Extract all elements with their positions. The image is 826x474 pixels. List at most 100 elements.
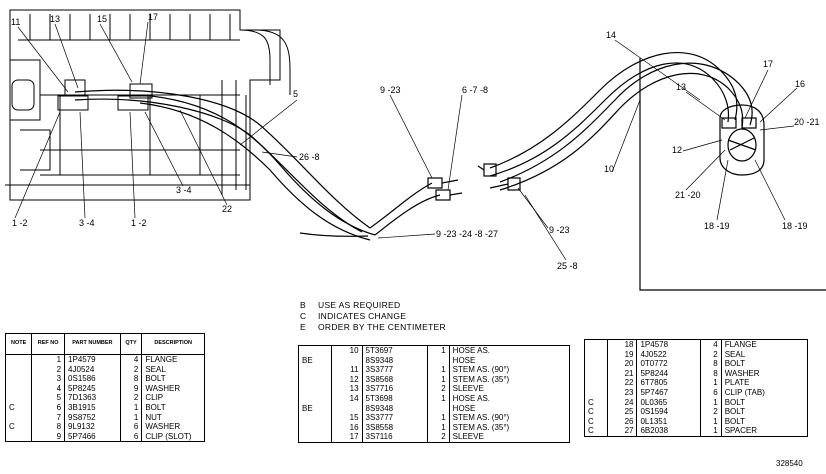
callout-1-2-left: 1 -2 <box>12 218 28 228</box>
table-header-row: NOTE REF NO PART NUMBER QTY DESCRIPTION <box>4 333 205 355</box>
cell-note: C <box>583 416 608 427</box>
cell-desc: STEM AS. (90°) <box>448 365 570 375</box>
cell-qty: 6 <box>119 422 142 432</box>
cell-qty: 2 <box>119 393 142 403</box>
cell-ref <box>331 355 363 366</box>
cell-ref: 8 <box>31 422 65 432</box>
cell-part: 5T3697 <box>361 345 428 356</box>
cell-desc: FLANGE <box>720 339 808 350</box>
cell-qty: 1 <box>427 345 450 356</box>
cell-ref: 20 <box>607 359 637 369</box>
callout-6-7-8: 6 -7 -8 <box>462 85 488 95</box>
cell-note <box>297 432 332 443</box>
cell-note <box>583 368 608 379</box>
figure-id: 328540 <box>776 459 803 468</box>
cell-note: C <box>583 426 608 437</box>
cell-desc: BOLT <box>720 407 808 417</box>
cell-ref: 19 <box>607 349 637 360</box>
cell-part: 3S7716 <box>361 384 428 394</box>
cell-note <box>297 365 332 375</box>
cell-note <box>4 412 32 423</box>
cell-desc: BOLT <box>720 359 808 369</box>
cell-ref: 16 <box>331 422 363 433</box>
engine-block <box>5 9 291 201</box>
cell-qty: 4 <box>119 354 142 365</box>
cell-note <box>583 387 608 398</box>
cell-qty: 1 <box>427 393 450 404</box>
cell-note <box>297 413 332 423</box>
cell-qty: 8 <box>119 374 142 384</box>
cell-qty: 8 <box>699 359 722 369</box>
header-part: PART NUMBER <box>64 333 121 355</box>
cell-part: 5P8244 <box>636 368 701 379</box>
cell-note: C <box>4 422 32 432</box>
cell-part: 8S9348 <box>361 403 428 414</box>
cell-note <box>4 354 32 365</box>
cell-part: 0L1351 <box>636 416 701 427</box>
cell-note <box>583 349 608 360</box>
header-desc: DESCRIPTION <box>141 333 205 355</box>
cell-qty: 2 <box>699 349 722 360</box>
cell-qty: 1 <box>699 397 722 408</box>
callout-22: 22 <box>222 204 232 214</box>
parts-table-1: NOTE REF NO PART NUMBER QTY DESCRIPTION … <box>4 333 205 443</box>
cell-note <box>297 374 332 385</box>
cell-note <box>297 345 332 356</box>
cell-ref: 4 <box>31 383 65 394</box>
cell-ref: 17 <box>331 432 363 443</box>
cell-note: C <box>583 397 608 408</box>
cell-ref: 26 <box>607 416 637 427</box>
cell-note <box>583 359 608 369</box>
cell-desc: CLIP (TAB) <box>720 387 808 398</box>
callout-16: 16 <box>795 79 805 89</box>
cell-qty: 8 <box>699 368 722 379</box>
cell-desc: BOLT <box>141 402 205 413</box>
cell-ref: 15 <box>331 413 363 423</box>
cell-qty: 1 <box>699 426 722 437</box>
callout-17: 17 <box>148 12 158 22</box>
cell-ref: 27 <box>607 426 637 437</box>
cell-desc: BOLT <box>720 397 808 408</box>
cell-desc: SLEEVE <box>448 384 570 394</box>
cell-qty: 2 <box>699 407 722 417</box>
cell-part: 7D1363 <box>64 393 121 403</box>
cell-part: 5P7466 <box>64 431 121 442</box>
cell-desc: WASHER <box>141 422 205 432</box>
cell-qty: 1 <box>699 378 722 388</box>
cell-part: 5T3698 <box>361 393 428 404</box>
cell-desc: WASHER <box>720 368 808 379</box>
cell-part: 5P7467 <box>636 387 701 398</box>
cell-qty: 2 <box>119 364 142 375</box>
callout-17-right: 17 <box>763 59 773 69</box>
cell-note <box>4 374 32 384</box>
cell-note <box>4 383 32 394</box>
cell-desc: WASHER <box>141 383 205 394</box>
callout-18-19-left: 18 -19 <box>704 221 730 231</box>
cell-part: 1P4579 <box>64 354 121 365</box>
cell-part: 5P8245 <box>64 383 121 394</box>
cell-ref: 25 <box>607 407 637 417</box>
cell-desc: STEM AS. (90°) <box>448 413 570 423</box>
cell-note <box>583 339 608 350</box>
cell-desc: BOLT <box>141 374 205 384</box>
cell-part: 3S8558 <box>361 422 428 433</box>
cell-desc: HOSE <box>448 403 570 414</box>
leader-lines <box>14 21 798 261</box>
callout-1-2-center: 1 -2 <box>131 218 147 228</box>
note-text: USE AS REQUIRED <box>318 300 401 310</box>
callout-18-19-right: 18 -19 <box>782 221 808 231</box>
